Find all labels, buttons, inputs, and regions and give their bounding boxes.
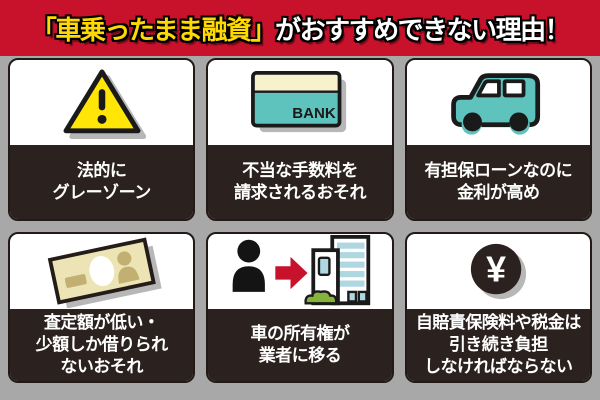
grid-row-1: 法的に グレーゾーン BANK 不当な手数料を 請求されるおそれ: [8, 58, 592, 221]
card-6-icon-area: ¥: [407, 234, 590, 309]
card-label-line: 車の所有権が: [250, 323, 350, 343]
page-title-highlight: 「車乗ったまま融資」: [30, 14, 277, 45]
card-label-line: 法的に: [76, 160, 127, 180]
card-label-line: 査定額が低い・: [43, 312, 160, 332]
card-ongoing-costs: ¥ 自賠責保険料や税金は 引き続き負担 しなければならない: [404, 232, 592, 383]
card-label-line: 請求されるおそれ: [233, 183, 367, 202]
car-icon: [451, 72, 541, 135]
card-legal-gray-zone: 法的に グレーゾーン: [8, 58, 196, 221]
card-label-line: 引き続き負担: [448, 334, 549, 354]
grid-row-2: 査定額が低い・ 少額しか借りられ ないおそれ: [8, 232, 592, 383]
reasons-grid: 法的に グレーゾーン BANK 不当な手数料を 請求されるおそれ: [8, 58, 592, 383]
card-label-line: 有担保ローンなのに: [424, 160, 573, 180]
owner-transfer-icon: [232, 234, 371, 305]
card-1-icon-area: [10, 60, 193, 145]
card-4-label: 査定額が低い・ 少額しか借りられ ないおそれ: [10, 309, 194, 381]
card-3-icon-area: [407, 60, 590, 145]
card-high-interest: 有担保ローンなのに 金利が高め: [404, 58, 592, 221]
card-2-label: 不当な手数料を 請求されるおそれ: [208, 145, 392, 219]
card-label-line: 自賠責保険料や税金は: [415, 312, 582, 332]
card-6-label: 自賠責保険料や税金は 引き続き負担 しなければならない: [406, 309, 590, 381]
page-title: 「車乗ったまま融資」がおすすめできない理由！: [30, 10, 571, 47]
card-label-line: ないおそれ: [60, 357, 143, 377]
card-label-line: 金利が高め: [457, 183, 540, 202]
page-title-rest: がおすすめできない理由！: [275, 14, 571, 45]
bank-card-icon: BANK: [251, 70, 347, 132]
card-3-label: 有担保ローンなのに 金利が高め: [406, 145, 590, 219]
warning-triangle-icon: [63, 68, 146, 139]
card-label-line: 業者に移る: [258, 346, 342, 365]
card-2-icon-area: BANK: [208, 60, 391, 145]
card-label-line: しなければならない: [424, 357, 573, 377]
card-label-line: グレーゾーン: [52, 183, 152, 202]
card-unfair-fees: BANK 不当な手数料を 請求されるおそれ: [206, 58, 394, 221]
card-label-line: 少額しか借りられ: [35, 334, 169, 354]
card-1-label: 法的に グレーゾーン: [10, 145, 194, 219]
yen-coin-icon: ¥: [471, 243, 527, 299]
card-5-icon-area: [208, 234, 391, 309]
bank-card-label: BANK: [292, 105, 336, 122]
card-label-line: 不当な手数料を: [242, 160, 358, 180]
card-ownership-transfer: 車の所有権が 業者に移る: [206, 232, 394, 383]
card-5-label: 車の所有権が 業者に移る: [208, 309, 392, 381]
money-bill-icon: [47, 236, 162, 308]
card-4-icon-area: [10, 234, 193, 309]
title-banner: 「車乗ったまま融資」がおすすめできない理由！: [0, 0, 600, 56]
card-low-appraisal: 査定額が低い・ 少額しか借りられ ないおそれ: [8, 232, 196, 383]
yen-symbol: ¥: [486, 249, 506, 289]
